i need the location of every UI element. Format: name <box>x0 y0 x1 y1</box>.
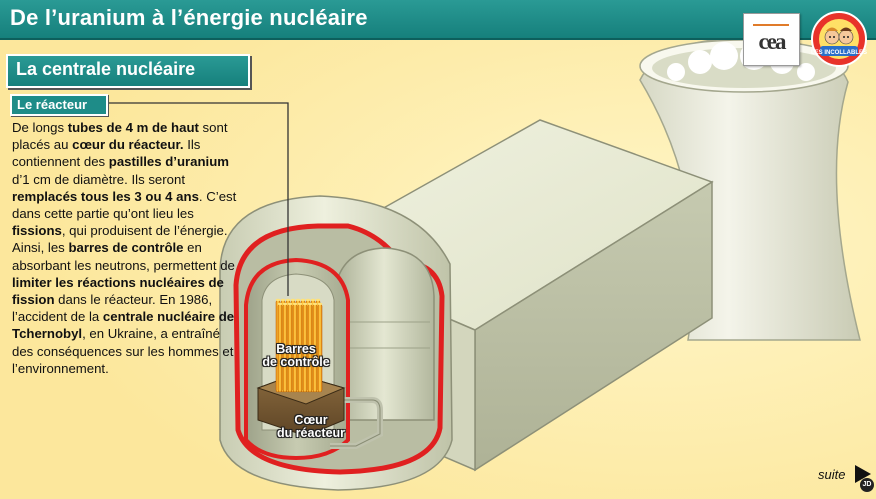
body-text-segment: dans le réacteur. En 1986, l’accident de… <box>12 292 213 325</box>
control-rod-cap <box>295 298 301 302</box>
core-label-line2: du réacteur <box>276 426 346 440</box>
cea-logo: cea <box>743 13 800 66</box>
subsection-title: Le réacteur <box>17 97 88 112</box>
core-label: Cœur du réacteur <box>268 414 354 440</box>
body-text-segment: . C’est dans cette partie qu’ont lieu le… <box>12 188 237 222</box>
body-text-bold: centrale nucléaire de Tchernobyl <box>12 309 235 342</box>
body-text-bold: remplacés tous les 3 ou 4 ans <box>12 188 199 204</box>
control-rods-label: Barres de contrôle <box>258 343 334 369</box>
body-text-segment: , en Ukraine, a entraîné des conséquence… <box>12 326 234 376</box>
control-rod-cap <box>282 302 288 306</box>
control-rod-cap <box>305 298 311 302</box>
control-rod-cap <box>317 302 323 306</box>
control-rod-cap <box>312 302 318 306</box>
control-rod-cap <box>275 298 281 302</box>
leader-line <box>104 102 289 296</box>
body-text-bold: cœur du réacteur. <box>72 137 184 153</box>
control-rod-cap <box>315 298 321 302</box>
body-text-segment: , qui produisent de l’énergie. Ainsi, le… <box>12 223 228 256</box>
incollables-logo-text: LES INCOLLABLES <box>811 50 867 56</box>
core-label-line1: Cœur <box>294 413 328 427</box>
body-text-segment: d’1 cm de diamètre. Ils seront <box>12 171 185 187</box>
section-title: La centrale nucléaire <box>16 59 196 79</box>
body-text-segment: Ils contiennent des <box>12 137 201 170</box>
control-rod-cap <box>287 302 293 306</box>
section-header: La centrale nucléaire <box>6 54 250 88</box>
subsection-header: Le réacteur <box>10 94 108 116</box>
control-rod-cap <box>307 302 313 306</box>
control-rods <box>275 298 323 393</box>
page-title: De l’uranium à l’énergie nucléaire <box>10 5 368 30</box>
cea-logo-text: cea <box>758 29 787 54</box>
body-text-segment: en absorbant les neutrons, permettent de <box>12 240 235 273</box>
control-rod-cap <box>297 302 303 306</box>
control-rods-label-line2: de contrôle <box>262 355 330 369</box>
body-text-segment: sont placés au <box>12 120 228 153</box>
control-rod-cap <box>302 302 308 306</box>
control-rod-cap <box>290 298 296 302</box>
next-label: suite <box>818 467 846 482</box>
title-bar: De l’uranium à l’énergie nucléaire <box>0 0 876 40</box>
control-rod-cap <box>280 298 286 302</box>
incollables-logo: LES INCOLLABLES <box>811 11 867 67</box>
control-rod-cap <box>300 298 306 302</box>
body-text-bold: fissions <box>12 223 62 239</box>
body-text-bold: barres de contrôle <box>68 240 184 256</box>
body-text-segment: De longs <box>12 120 68 135</box>
control-rod-cap <box>310 298 316 302</box>
body-text-bold: pastilles d’uranium <box>108 154 229 170</box>
control-rod-cap <box>277 302 283 306</box>
containment-building <box>219 195 453 491</box>
body-text-bold: limiter les réactions nucléaires de fiss… <box>12 274 224 308</box>
next-button[interactable]: suite JD <box>816 464 874 494</box>
badge-icon: JD <box>860 478 874 492</box>
control-rods-label-line1: Barres <box>276 342 316 356</box>
control-rod-cap <box>292 302 298 306</box>
control-rod-cap <box>285 298 291 302</box>
description-text: De longs tubes de 4 m de haut sont placé… <box>12 119 237 377</box>
body-text-bold: tubes de 4 m de haut <box>67 120 199 135</box>
